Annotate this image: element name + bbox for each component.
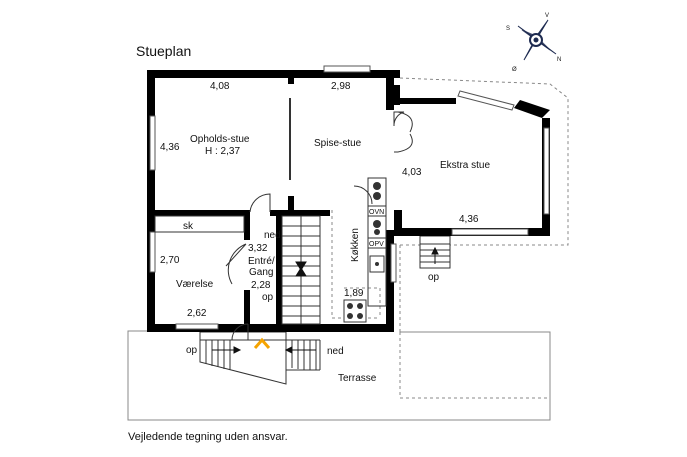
vaerelse-closet: sk bbox=[183, 221, 194, 232]
koekken-length: 1,89 bbox=[344, 288, 364, 299]
compass-icon bbox=[517, 19, 557, 61]
terrasse-label: Terrasse bbox=[338, 373, 377, 384]
compass-s: S bbox=[506, 26, 510, 32]
side-steps bbox=[419, 235, 451, 269]
compass-o: Ø bbox=[512, 67, 517, 73]
spisestue-name: Spise-stue bbox=[314, 138, 362, 149]
opholdsstue-width: 4,08 bbox=[210, 81, 230, 92]
vaerelse-depth: 2,70 bbox=[160, 255, 180, 266]
doors bbox=[225, 98, 413, 341]
windows bbox=[149, 65, 550, 330]
entrance-chevron-icon bbox=[253, 337, 271, 349]
compass-v: V bbox=[545, 13, 549, 19]
spisestue-width: 2,98 bbox=[331, 81, 351, 92]
koekken-oven: OVN bbox=[369, 209, 384, 216]
opholdsstue-name: Opholds-stue bbox=[190, 134, 250, 145]
side-steps-label: op bbox=[428, 272, 440, 283]
koekken-name: Køkken bbox=[350, 228, 361, 262]
vaerelse-name: Værelse bbox=[176, 279, 214, 290]
entre-length: 3,32 bbox=[248, 243, 268, 254]
terrace-outline bbox=[127, 77, 569, 421]
steps-down-label: ned bbox=[327, 346, 344, 357]
opholdsstue-depth: 4,36 bbox=[160, 142, 180, 153]
ekstrastue-name: Ekstra stue bbox=[440, 160, 490, 171]
entre-stair-up: op bbox=[262, 292, 274, 303]
disclaimer: Vejledende tegning uden ansvar. bbox=[128, 431, 288, 443]
vaerelse-width: 2,62 bbox=[187, 308, 207, 319]
ekstrastue-depth: 4,03 bbox=[402, 167, 422, 178]
sink-icon bbox=[375, 262, 379, 266]
entre-stair-down: ned bbox=[264, 230, 281, 241]
closet bbox=[154, 215, 245, 233]
entrance-steps bbox=[199, 331, 321, 385]
steps-up-label: op bbox=[186, 345, 198, 356]
stair-arrows bbox=[295, 261, 307, 277]
entre-name-1: Entré/ bbox=[248, 256, 275, 267]
stove-icon bbox=[347, 182, 381, 319]
compass-n: N bbox=[557, 57, 561, 63]
ekstrastue-width: 4,36 bbox=[459, 214, 479, 225]
entre-width: 2,28 bbox=[251, 280, 271, 291]
entre-name-2: Gang bbox=[249, 267, 273, 278]
koekken-dishwasher: OPV bbox=[369, 241, 384, 248]
page-title: Stueplan bbox=[136, 43, 192, 59]
opholdsstue-height: H : 2,37 bbox=[205, 146, 240, 157]
step-arrows bbox=[212, 346, 316, 354]
